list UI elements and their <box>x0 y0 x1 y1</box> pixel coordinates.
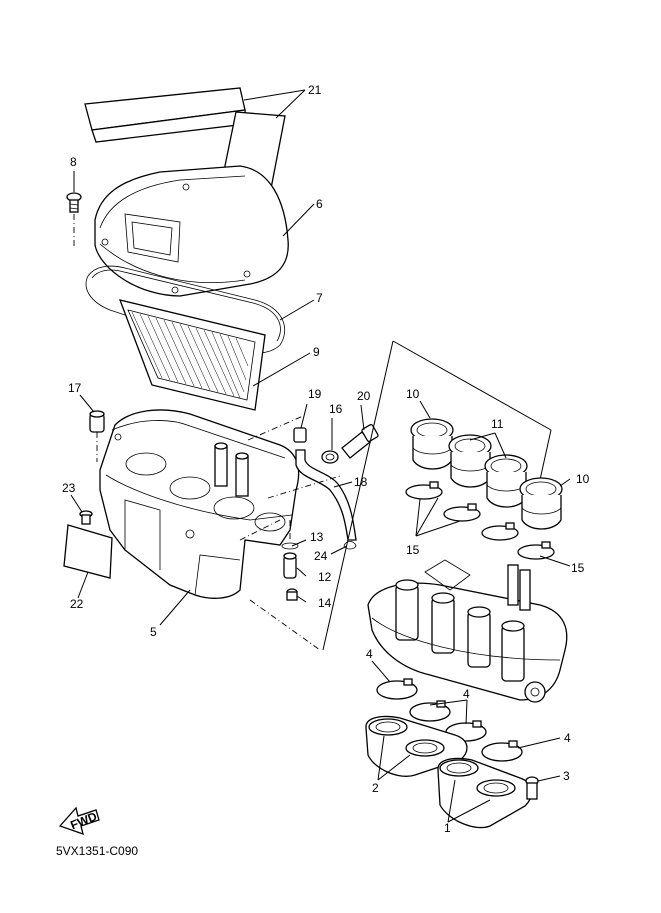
bolt-part-23 <box>79 510 93 525</box>
hose-clamps-part-15 <box>405 481 555 560</box>
clip-part-19 <box>293 427 307 443</box>
gasket-part-7 <box>85 265 286 354</box>
callout-23: 23 <box>62 481 76 495</box>
air-filter-part-9 <box>118 299 266 411</box>
intake-joint-part-2 <box>365 715 468 777</box>
callout-22: 22 <box>70 597 84 611</box>
callout-3: 3 <box>563 769 570 783</box>
clip-part-13 <box>281 542 299 550</box>
callout-10-left: 10 <box>406 387 420 401</box>
breather-fitting-part-20 <box>341 424 379 459</box>
callout-9: 9 <box>313 345 320 359</box>
callout-numbers: 21 8 6 7 9 17 19 16 20 10 11 10 18 23 13… <box>62 83 590 835</box>
callout-16: 16 <box>329 402 343 416</box>
callout-4-top: 4 <box>366 647 373 661</box>
intake-funnel-part-10-right <box>519 477 563 530</box>
callout-7: 7 <box>316 291 323 305</box>
callout-8: 8 <box>70 155 77 169</box>
callout-21: 21 <box>308 83 322 97</box>
callout-24: 24 <box>314 549 328 563</box>
hose-part-18 <box>295 449 357 541</box>
intake-funnel-part-11-b <box>484 454 528 508</box>
callout-11: 11 <box>491 417 504 431</box>
callout-4-right: 4 <box>564 731 571 745</box>
throttle-body-assembly <box>367 559 568 703</box>
fwd-arrow-icon: FWD <box>58 806 100 836</box>
callout-15-right: 15 <box>571 561 585 575</box>
air-cleaner-case-part-5 <box>99 409 300 599</box>
air-cleaner-cover-part-6 <box>94 165 289 297</box>
intake-funnel-part-11-a <box>448 434 492 488</box>
callout-5: 5 <box>150 625 157 639</box>
screw-part-8 <box>66 192 82 248</box>
callout-6: 6 <box>316 197 323 211</box>
diagram-code: 5VX1351-C090 <box>56 844 138 858</box>
callout-20: 20 <box>357 389 371 403</box>
callout-19: 19 <box>308 387 322 401</box>
intake-funnel-part-10-left <box>410 418 454 470</box>
screw-part-3 <box>525 776 539 800</box>
grommet-part-17 <box>89 410 105 462</box>
callout-1: 1 <box>444 821 451 835</box>
callout-13: 13 <box>310 530 324 544</box>
cap-part-14 <box>286 588 298 601</box>
callout-14: 14 <box>318 596 332 610</box>
callout-18: 18 <box>354 475 368 489</box>
callout-12: 12 <box>318 570 332 584</box>
leader-lines <box>70 89 571 823</box>
plug-part-12 <box>283 552 297 579</box>
label-plate-part-22 <box>63 524 113 579</box>
grommet-part-16 <box>321 450 339 464</box>
callout-4-middle: 4 <box>463 687 470 701</box>
intake-joint-part-1 <box>437 757 533 829</box>
callout-10-right: 10 <box>576 472 590 486</box>
callout-15-left: 15 <box>406 543 420 557</box>
callout-2: 2 <box>372 781 379 795</box>
callout-17: 17 <box>68 381 82 395</box>
